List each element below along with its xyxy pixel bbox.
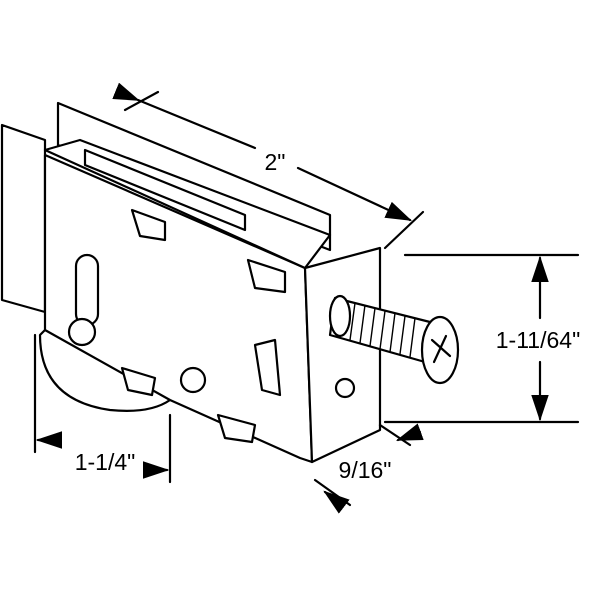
- ext-line: [123, 90, 160, 112]
- back-plate: [0, 123, 47, 314]
- ext-line: [383, 210, 425, 250]
- tab: [246, 258, 287, 294]
- ext-line: [313, 478, 352, 507]
- dim-label-height: 1-11/64": [496, 327, 580, 353]
- rivet: [67, 317, 97, 347]
- tab: [130, 208, 167, 242]
- body-hole: [179, 366, 207, 394]
- guide-slot: [83, 148, 247, 232]
- dim-label-thickness: 9/16": [339, 457, 392, 483]
- side-hole: [334, 377, 356, 399]
- tab: [120, 366, 157, 397]
- body-top-flange: [43, 138, 332, 270]
- dim-line-thickness: [395, 423, 424, 442]
- tab: [216, 413, 257, 444]
- body-side-face: [303, 246, 382, 464]
- dim-label-wheel: 1-1/4": [75, 449, 136, 475]
- adjustment-screw: [328, 294, 460, 385]
- dim-line-thickness-2: [323, 490, 350, 514]
- tab: [253, 338, 282, 397]
- dim-line-length: [112, 82, 257, 150]
- dim-label-length: 2": [265, 149, 286, 175]
- ext-line: [378, 423, 412, 447]
- dim-line-length-2: [296, 166, 412, 222]
